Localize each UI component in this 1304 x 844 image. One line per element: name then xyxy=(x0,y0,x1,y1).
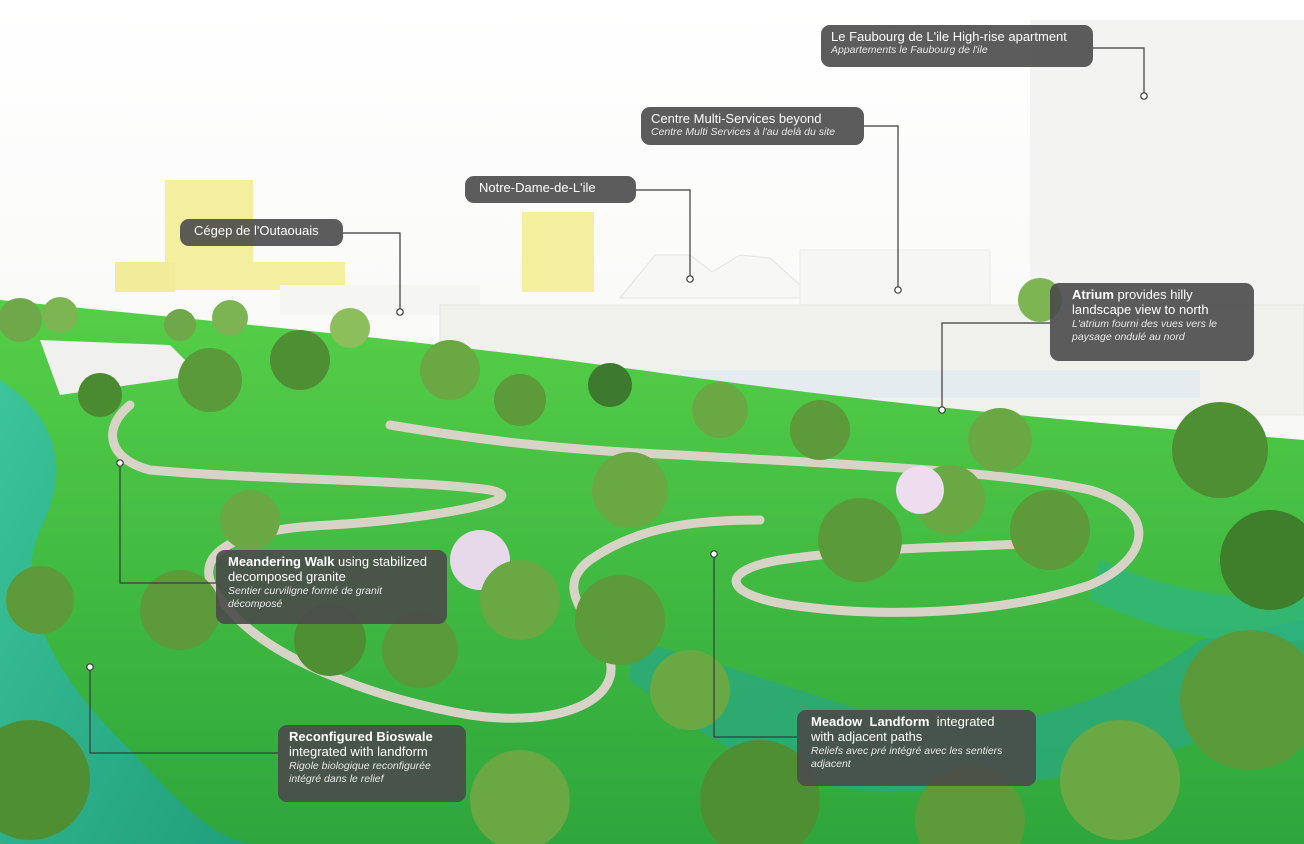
label-meandering-title: Meandering Walk using stabilized xyxy=(228,554,437,569)
label-atrium-subtitle-line2: paysage ondulé au nord xyxy=(1072,331,1185,344)
label-cegep-title: Cégep de l'Outaouais xyxy=(194,223,319,238)
label-notre-dame-title: Notre-Dame-de-L'ile xyxy=(479,180,596,195)
label-atrium-subtitle-line1: L'atrium fourni des vues vers le xyxy=(1072,317,1217,330)
label-meandering-title-line2: decomposed granite xyxy=(228,569,346,585)
label-bioswale-subtitle-line1: Rigole biologique reconfigurée xyxy=(289,759,431,772)
label-meandering-walk: Meandering Walk using stabilized decompo… xyxy=(216,550,447,624)
tall-yellow-building xyxy=(522,212,594,292)
label-meadow-title: Meadow Landform integrated xyxy=(811,714,1026,729)
label-bioswale-title-line2: integrated with landform xyxy=(289,744,428,760)
label-bioswale-title-bold: Reconfigured Bioswale xyxy=(289,729,433,744)
label-bioswale-title: Reconfigured Bioswale xyxy=(289,729,456,744)
leader-dots xyxy=(86,92,1148,671)
label-notre-dame: Notre-Dame-de-L'ile xyxy=(465,176,636,203)
label-centre-title: Centre Multi-Services beyond xyxy=(651,111,822,126)
label-meadow-title-bold: Meadow Landform xyxy=(811,714,930,729)
label-meandering-subtitle-line2: décomposé xyxy=(228,598,283,611)
label-atrium-title-line2: landscape view to north xyxy=(1072,302,1209,318)
faubourg-highrise xyxy=(1030,20,1304,310)
centre-multi-services xyxy=(799,249,991,306)
trees xyxy=(0,278,1304,844)
label-atrium-title: Atrium provides hilly xyxy=(1072,287,1244,302)
leader-lines xyxy=(89,47,1145,754)
label-cegep: Cégep de l'Outaouais xyxy=(180,219,343,246)
bioswale-water xyxy=(0,380,260,844)
label-meandering-title-rest: using stabilized xyxy=(334,554,427,569)
label-meandering-subtitle-line1: Sentier curviligne formé de granit xyxy=(228,584,383,597)
label-faubourg-title: Le Faubourg de L'ile High-rise apartment xyxy=(831,29,1067,44)
label-meandering-title-bold: Meandering Walk xyxy=(228,554,335,569)
label-meadow-title-line2: with adjacent paths xyxy=(811,729,923,745)
label-atrium-title-rest: provides hilly xyxy=(1113,287,1193,302)
label-meadow-landform: Meadow Landform integrated with adjacent… xyxy=(797,710,1036,786)
label-atrium-title-bold: Atrium xyxy=(1072,287,1114,302)
label-centre-multi-services: Centre Multi-Services beyond Centre Mult… xyxy=(641,107,864,145)
label-atrium: Atrium provides hilly landscape view to … xyxy=(1050,283,1254,361)
label-faubourg: Le Faubourg de L'ile High-rise apartment… xyxy=(821,25,1093,67)
label-meadow-subtitle-line2: adjacent xyxy=(811,758,851,771)
label-bioswale: Reconfigured Bioswale integrated with la… xyxy=(278,725,466,802)
label-meadow-title-rest: integrated xyxy=(929,714,995,729)
label-faubourg-subtitle: Appartements le Faubourg de l'ile xyxy=(831,44,988,57)
label-bioswale-subtitle-line2: intégré dans le relief xyxy=(289,773,384,786)
label-centre-subtitle: Centre Multi Services à l'au delà du sit… xyxy=(651,126,836,139)
label-meadow-subtitle-line1: Reliefs avec pré intégré avec les sentie… xyxy=(811,744,1003,757)
